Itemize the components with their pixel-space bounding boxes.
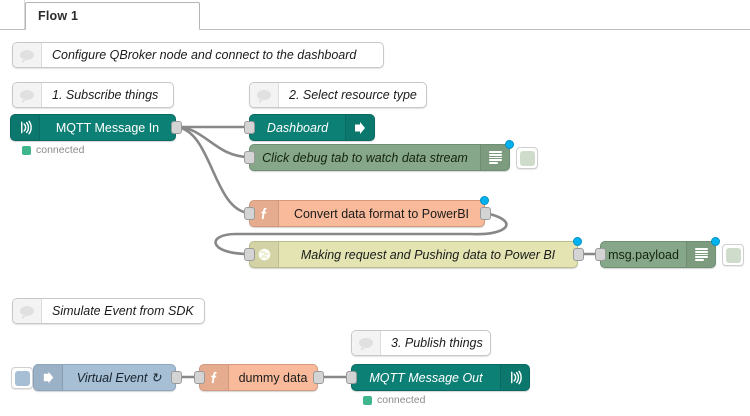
status-label: connected (36, 144, 85, 156)
debug-enabled-toggle[interactable] (722, 244, 744, 266)
node-label: Convert data format to PowerBI (293, 206, 470, 221)
comment-node-simulate-event[interactable]: Simulate Event from SDK (12, 298, 205, 324)
debug-lines-icon (686, 242, 715, 267)
inject-trigger-button[interactable] (11, 367, 33, 389)
wire-mqttin-convert (174, 125, 251, 215)
node-status-mqtt-in: connected (22, 144, 84, 156)
changed-marker-msg-payload (711, 237, 720, 246)
node-label: Virtual Event ↻ (76, 371, 162, 385)
inject-button-inner (14, 370, 30, 386)
arrow-right-icon (345, 115, 374, 140)
node-dashboard[interactable]: Dashboard (249, 114, 375, 141)
node-http-request-powerbi[interactable]: Making request and Pushing data to Power… (249, 241, 578, 268)
node-label: dummy data (238, 370, 308, 385)
status-dot (22, 145, 31, 155)
port-output-mqtt-in[interactable] (171, 121, 182, 134)
mqtt-antenna-icon (11, 115, 40, 140)
comment-node-configure-qbroker[interactable]: Configure QBroker node and connect to th… (12, 42, 384, 68)
node-label: msg.payload (608, 247, 679, 262)
port-input-dashboard[interactable] (244, 121, 255, 134)
port-output-convert[interactable] (480, 207, 491, 220)
comment-node-label: 3. Publish things (391, 336, 483, 350)
tab-flow-1[interactable]: Flow 1 (25, 2, 200, 30)
port-input-convert[interactable] (244, 207, 255, 220)
status-label: connected (377, 394, 426, 406)
function-f-icon (250, 201, 279, 226)
node-label: Making request and Pushing data to Power… (300, 247, 556, 262)
port-input-mqtt-out[interactable] (346, 371, 357, 384)
node-mqtt-message-out[interactable]: MQTT Message Out (351, 364, 530, 391)
port-input-http-request[interactable] (244, 248, 255, 261)
status-dot (363, 395, 372, 405)
inject-arrow-icon (34, 365, 63, 390)
port-output-dummy-data[interactable] (313, 371, 324, 384)
comment-node-publish-things[interactable]: 3. Publish things (351, 330, 491, 356)
node-debug-data-stream[interactable]: Click debug tab to watch data stream (249, 144, 510, 171)
port-input-msg-payload[interactable] (595, 248, 606, 261)
node-label: Dashboard (266, 120, 329, 135)
node-inject-virtual-event[interactable]: Virtual Event ↻ (33, 364, 176, 391)
mqtt-antenna-icon (500, 365, 529, 390)
flow-canvas[interactable]: Configure QBroker node and connect to th… (0, 30, 750, 416)
node-label: MQTT Message In (55, 120, 160, 135)
wire-mqttin-debug (174, 125, 251, 159)
node-debug-msg-payload[interactable]: msg.payload (600, 241, 716, 268)
toggle-inner (725, 247, 741, 263)
comment-node-label: 1. Subscribe things (52, 88, 159, 102)
node-label: Click debug tab to watch data stream (262, 150, 468, 165)
comment-bubble-icon (13, 43, 42, 67)
node-label: MQTT Message Out (369, 370, 483, 385)
tab-flow-1-label: Flow 1 (38, 9, 79, 23)
node-status-mqtt-out: connected (363, 394, 425, 406)
node-mqtt-message-in[interactable]: MQTT Message In (10, 114, 176, 141)
port-input-dummy-data[interactable] (194, 371, 205, 384)
port-output-virtual-event[interactable] (171, 371, 182, 384)
comment-bubble-icon (352, 331, 381, 355)
changed-marker-debug-stream (505, 140, 514, 149)
debug-lines-icon (480, 145, 509, 170)
comment-bubble-icon (13, 83, 42, 107)
node-function-dummy-data[interactable]: dummy data (199, 364, 318, 391)
comment-node-label: Configure QBroker node and connect to th… (52, 48, 357, 62)
comment-bubble-icon (13, 299, 42, 323)
port-input-debug-stream[interactable] (244, 151, 255, 164)
changed-marker-http-request (573, 237, 582, 246)
comment-bubble-icon (250, 83, 279, 107)
changed-marker-convert (480, 196, 489, 205)
debug-enabled-toggle[interactable] (516, 147, 538, 169)
comment-node-label: 2. Select resource type (289, 88, 417, 102)
comment-node-subscribe-things[interactable]: 1. Subscribe things (12, 82, 174, 108)
comment-node-label: Simulate Event from SDK (52, 304, 194, 318)
port-output-http-request[interactable] (573, 248, 584, 261)
node-function-convert-powerbi[interactable]: Convert data format to PowerBI (249, 200, 485, 227)
comment-node-select-resource-type[interactable]: 2. Select resource type (249, 82, 427, 108)
toggle-inner (519, 150, 535, 166)
tabbar-left-stub (0, 0, 25, 29)
flow-tab-bar: Flow 1 (0, 0, 750, 30)
function-f-icon (200, 365, 229, 390)
